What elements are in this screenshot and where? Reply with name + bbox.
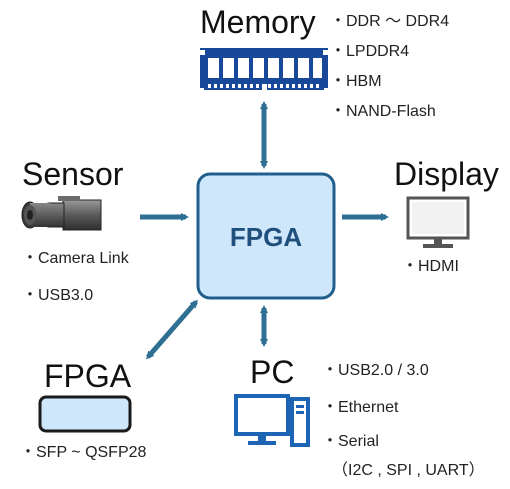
memory-title: Memory [200,4,316,40]
memory-item-lpddr4: ・LPDDR4 [330,43,410,60]
memory-item-nand: ・NAND-Flash [330,103,436,120]
fpga-peer-item-sfp: ・SFP ~ QSFP28 [20,444,147,461]
display-item-hdmi: ・HDMI [402,258,459,275]
fpga-center-block [196,172,336,300]
camera-icon [21,196,102,231]
fpga-board-icon [38,395,132,433]
computer-icon [234,394,310,447]
pc-item-serial: ・Serial [322,433,379,450]
sensor-title: Sensor [22,156,124,192]
fpga-peer-title: FPGA [44,358,132,394]
pc-item-usb: ・USB2.0 / 3.0 [322,362,429,379]
monitor-icon [406,196,470,248]
fpga-center-label: FPGA [229,222,303,252]
sensor-item-usb3: ・USB3.0 [22,287,94,304]
memory-item-ddr: ・DDR ～ DDR4 [330,13,450,30]
pc-item-serial-protocols: （I2C , SPI , UART） [332,462,485,479]
memory-item-hbm: ・HBM [330,73,382,90]
memory-module-icon [200,48,328,90]
pc-title: PC [250,354,295,390]
pc-item-ethernet: ・Ethernet [322,399,399,416]
fpga-peer-arrow [146,299,198,360]
display-title: Display [394,156,499,192]
sensor-item-cameralink: ・Camera Link [22,250,129,267]
